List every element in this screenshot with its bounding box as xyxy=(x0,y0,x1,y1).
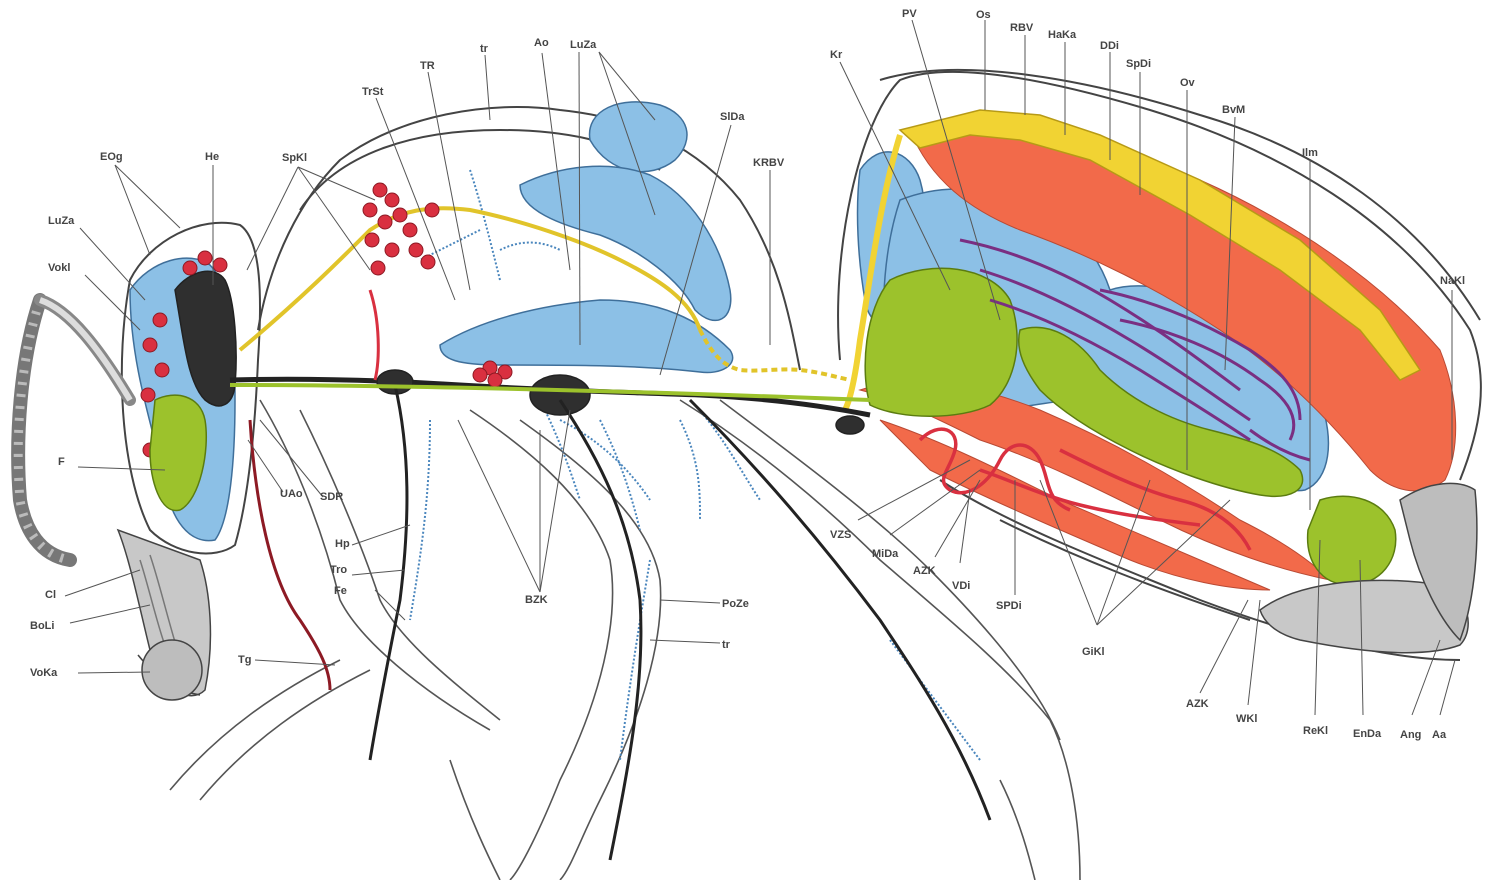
label-voka: VoKa xyxy=(30,667,58,679)
label-bzk: BZK xyxy=(525,594,548,606)
label-kr: Kr xyxy=(830,49,843,61)
label-eog: EOg xyxy=(100,151,123,163)
label-spkl: SpKl xyxy=(282,152,307,164)
label-spdi-bottom: SPDi xyxy=(996,600,1022,612)
label-os: Os xyxy=(976,9,991,21)
label-ilm: Ilm xyxy=(1302,147,1318,159)
label-tr-top: TR xyxy=(420,60,435,72)
label-slda: SlDa xyxy=(720,111,745,123)
label-krbv: KRBV xyxy=(753,157,785,169)
label-ang: Ang xyxy=(1400,729,1421,741)
label-f: F xyxy=(58,456,65,468)
label-ddi: DDi xyxy=(1100,40,1119,52)
label-luza-head: LuZa xyxy=(48,215,75,227)
label-rbv: RBV xyxy=(1010,22,1034,34)
label-ao: Ao xyxy=(534,37,549,49)
label-cl: Cl xyxy=(45,589,56,601)
label-tr-small: tr xyxy=(480,43,489,55)
label-ov: Ov xyxy=(1180,77,1196,89)
label-enda: EnDa xyxy=(1353,728,1382,740)
label-luza-top: LuZa xyxy=(570,39,597,51)
label-mida: MiDa xyxy=(872,548,899,560)
label-pv: PV xyxy=(902,8,917,20)
label-tg: Tg xyxy=(238,654,251,666)
label-poze: PoZe xyxy=(722,598,749,610)
label-vdi: VDi xyxy=(952,580,970,592)
label-aa: Aa xyxy=(1432,729,1447,741)
label-he: He xyxy=(205,151,219,163)
label-boli: BoLi xyxy=(30,620,54,632)
label-azk-right: AZK xyxy=(1186,698,1209,710)
label-haka: HaKa xyxy=(1048,29,1077,41)
label-vzs: VZS xyxy=(830,529,851,541)
label-rekl: ReKl xyxy=(1303,725,1328,737)
label-fe: Fe xyxy=(334,585,347,597)
label-nakl: NaKl xyxy=(1440,275,1465,287)
mouthparts xyxy=(118,530,210,700)
label-wkl: WKl xyxy=(1236,713,1257,725)
label-trst: TrSt xyxy=(362,86,384,98)
label-sdr: SDR xyxy=(320,491,343,503)
label-gikl: GiKl xyxy=(1082,646,1105,658)
label-spdi-top: SpDi xyxy=(1126,58,1151,70)
label-hp: Hp xyxy=(335,538,350,550)
label-uao: UAo xyxy=(280,488,303,500)
label-tro: Tro xyxy=(330,564,347,576)
antenna xyxy=(18,300,130,560)
label-azk-mid: AZK xyxy=(913,565,936,577)
label-tr-bottom: tr xyxy=(722,639,731,651)
label-vokl: Vokl xyxy=(48,262,70,274)
label-bvm: BvM xyxy=(1222,104,1245,116)
